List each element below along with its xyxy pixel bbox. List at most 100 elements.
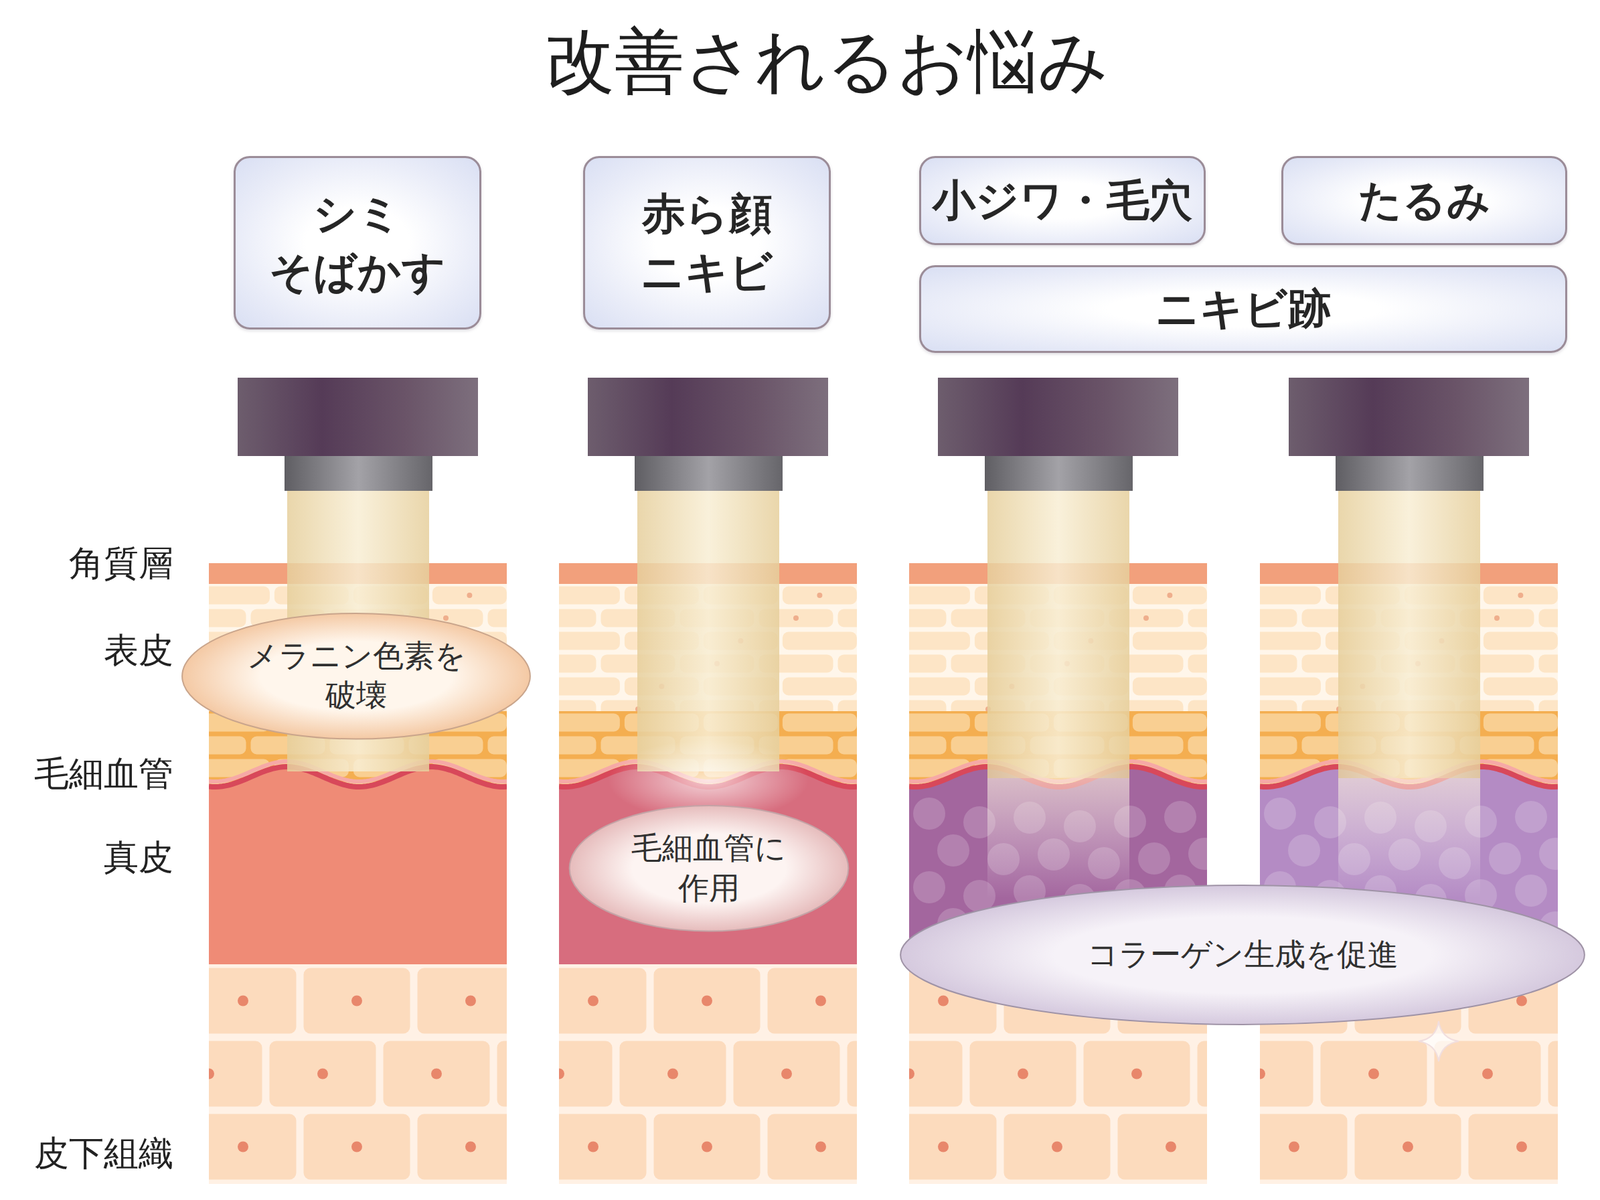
- cell-brick: [1354, 1113, 1462, 1180]
- cell-brick: [1483, 713, 1558, 732]
- collagen-cell: [913, 870, 946, 904]
- cell-brick: [782, 586, 857, 605]
- cell-nucleus: [909, 1068, 915, 1080]
- cell-brick: [1132, 631, 1208, 651]
- light-beam-fade: [987, 777, 1130, 899]
- concern-box: ニキビ跡: [919, 265, 1568, 353]
- cell-brick: [909, 631, 971, 651]
- device-neck: [284, 455, 433, 491]
- cell-brick: [208, 609, 247, 628]
- cell-brick: [909, 713, 971, 732]
- cell-brick: [558, 713, 620, 732]
- cell-brick: [558, 586, 620, 605]
- cell-brick: [1483, 586, 1558, 605]
- cell-nucleus: [465, 1141, 476, 1153]
- cell-nucleus: [431, 1068, 442, 1080]
- light-beam: [1338, 563, 1481, 778]
- cell-brick: [909, 736, 947, 755]
- cell-nucleus: [937, 995, 949, 1007]
- skin-column: [1259, 563, 1558, 1184]
- cell-brick: [1483, 677, 1558, 696]
- cell-brick: [970, 1041, 1077, 1107]
- cell-brick: [558, 631, 620, 651]
- cell-nucleus: [351, 995, 363, 1007]
- effect-oval: 毛細血管に 作用: [568, 804, 850, 932]
- cell-brick: [1197, 1041, 1208, 1107]
- light-beam: [987, 490, 1130, 564]
- cell-brick: [383, 1041, 491, 1107]
- sparkle: [1418, 1020, 1459, 1062]
- cell-brick: [208, 586, 270, 605]
- device-head: [937, 377, 1179, 456]
- cell-brick: [303, 968, 411, 1034]
- concern-box: シミ そばかす: [233, 155, 482, 330]
- cell-brick: [1539, 736, 1559, 755]
- oval-outline: [569, 805, 849, 932]
- cell-nucleus: [443, 615, 449, 621]
- cell-nucleus: [701, 1141, 713, 1153]
- cell-nucleus: [1288, 1141, 1300, 1153]
- cell-nucleus: [815, 1141, 827, 1153]
- cell-brick: [767, 1113, 858, 1180]
- cell-brick: [838, 654, 858, 673]
- cell-brick: [1483, 631, 1558, 651]
- cell-nucleus: [1494, 615, 1500, 621]
- cell-brick: [909, 1113, 997, 1180]
- cell-brick: [767, 968, 858, 1034]
- light-beam: [987, 563, 1130, 778]
- cell-nucleus: [237, 1141, 249, 1153]
- cell-brick: [1188, 736, 1208, 755]
- cell-brick: [208, 1041, 263, 1107]
- cell-brick: [558, 968, 647, 1034]
- cell-brick: [497, 1041, 508, 1107]
- cell-brick: [909, 1041, 963, 1107]
- cell-brick: [1259, 1113, 1348, 1180]
- skin-column: [558, 563, 857, 1184]
- cell-brick: [1188, 609, 1208, 628]
- cell-brick: [909, 586, 971, 605]
- cell-brick: [1004, 1113, 1111, 1180]
- cell-nucleus: [465, 995, 476, 1007]
- skin-column: [208, 563, 507, 1184]
- cell-nucleus: [587, 995, 599, 1007]
- collagen-cell: [1539, 837, 1558, 870]
- cell-brick: [1539, 654, 1559, 673]
- cell-brick: [1320, 1041, 1428, 1107]
- cell-nucleus: [937, 1141, 949, 1153]
- concern-box: 小ジワ・毛穴: [919, 155, 1206, 246]
- cell-nucleus: [1368, 1068, 1380, 1080]
- cell-brick: [1132, 677, 1208, 696]
- cell-nucleus: [237, 995, 249, 1007]
- layer-label: 真皮: [103, 836, 174, 878]
- node-text: 赤ら顔 ニキビ: [596, 184, 818, 301]
- cell-brick: [1259, 677, 1321, 696]
- cell-nucleus: [466, 592, 472, 598]
- collagen-cell: [1514, 800, 1548, 833]
- layer-label: 皮下組織: [34, 1132, 174, 1174]
- cell-nucleus: [317, 1068, 329, 1080]
- cell-brick: [1132, 713, 1208, 732]
- cell-brick: [1539, 609, 1559, 628]
- cell-nucleus: [1259, 1068, 1266, 1080]
- cell-brick: [1117, 1113, 1208, 1180]
- dermis-layer: [208, 766, 507, 965]
- device-head: [237, 377, 478, 456]
- cell-brick: [417, 968, 508, 1034]
- collagen-cell: [1488, 842, 1522, 875]
- cell-brick: [847, 1041, 858, 1107]
- cell-brick: [303, 1113, 411, 1180]
- light-beam: [1338, 490, 1481, 564]
- collagen-cell: [1164, 800, 1197, 833]
- cell-brick: [1259, 736, 1298, 755]
- collagen-cell: [1288, 834, 1321, 867]
- cell-brick: [488, 609, 508, 628]
- node-text: シミ そばかす: [247, 184, 468, 301]
- collagen-cell: [1188, 837, 1208, 870]
- device-neck: [984, 455, 1133, 491]
- cell-nucleus: [587, 1141, 599, 1153]
- cell-nucleus: [1482, 1068, 1493, 1080]
- cell-nucleus: [1402, 1141, 1414, 1153]
- cell-brick: [558, 736, 597, 755]
- cell-brick: [838, 609, 858, 628]
- cell-brick: [417, 1113, 508, 1180]
